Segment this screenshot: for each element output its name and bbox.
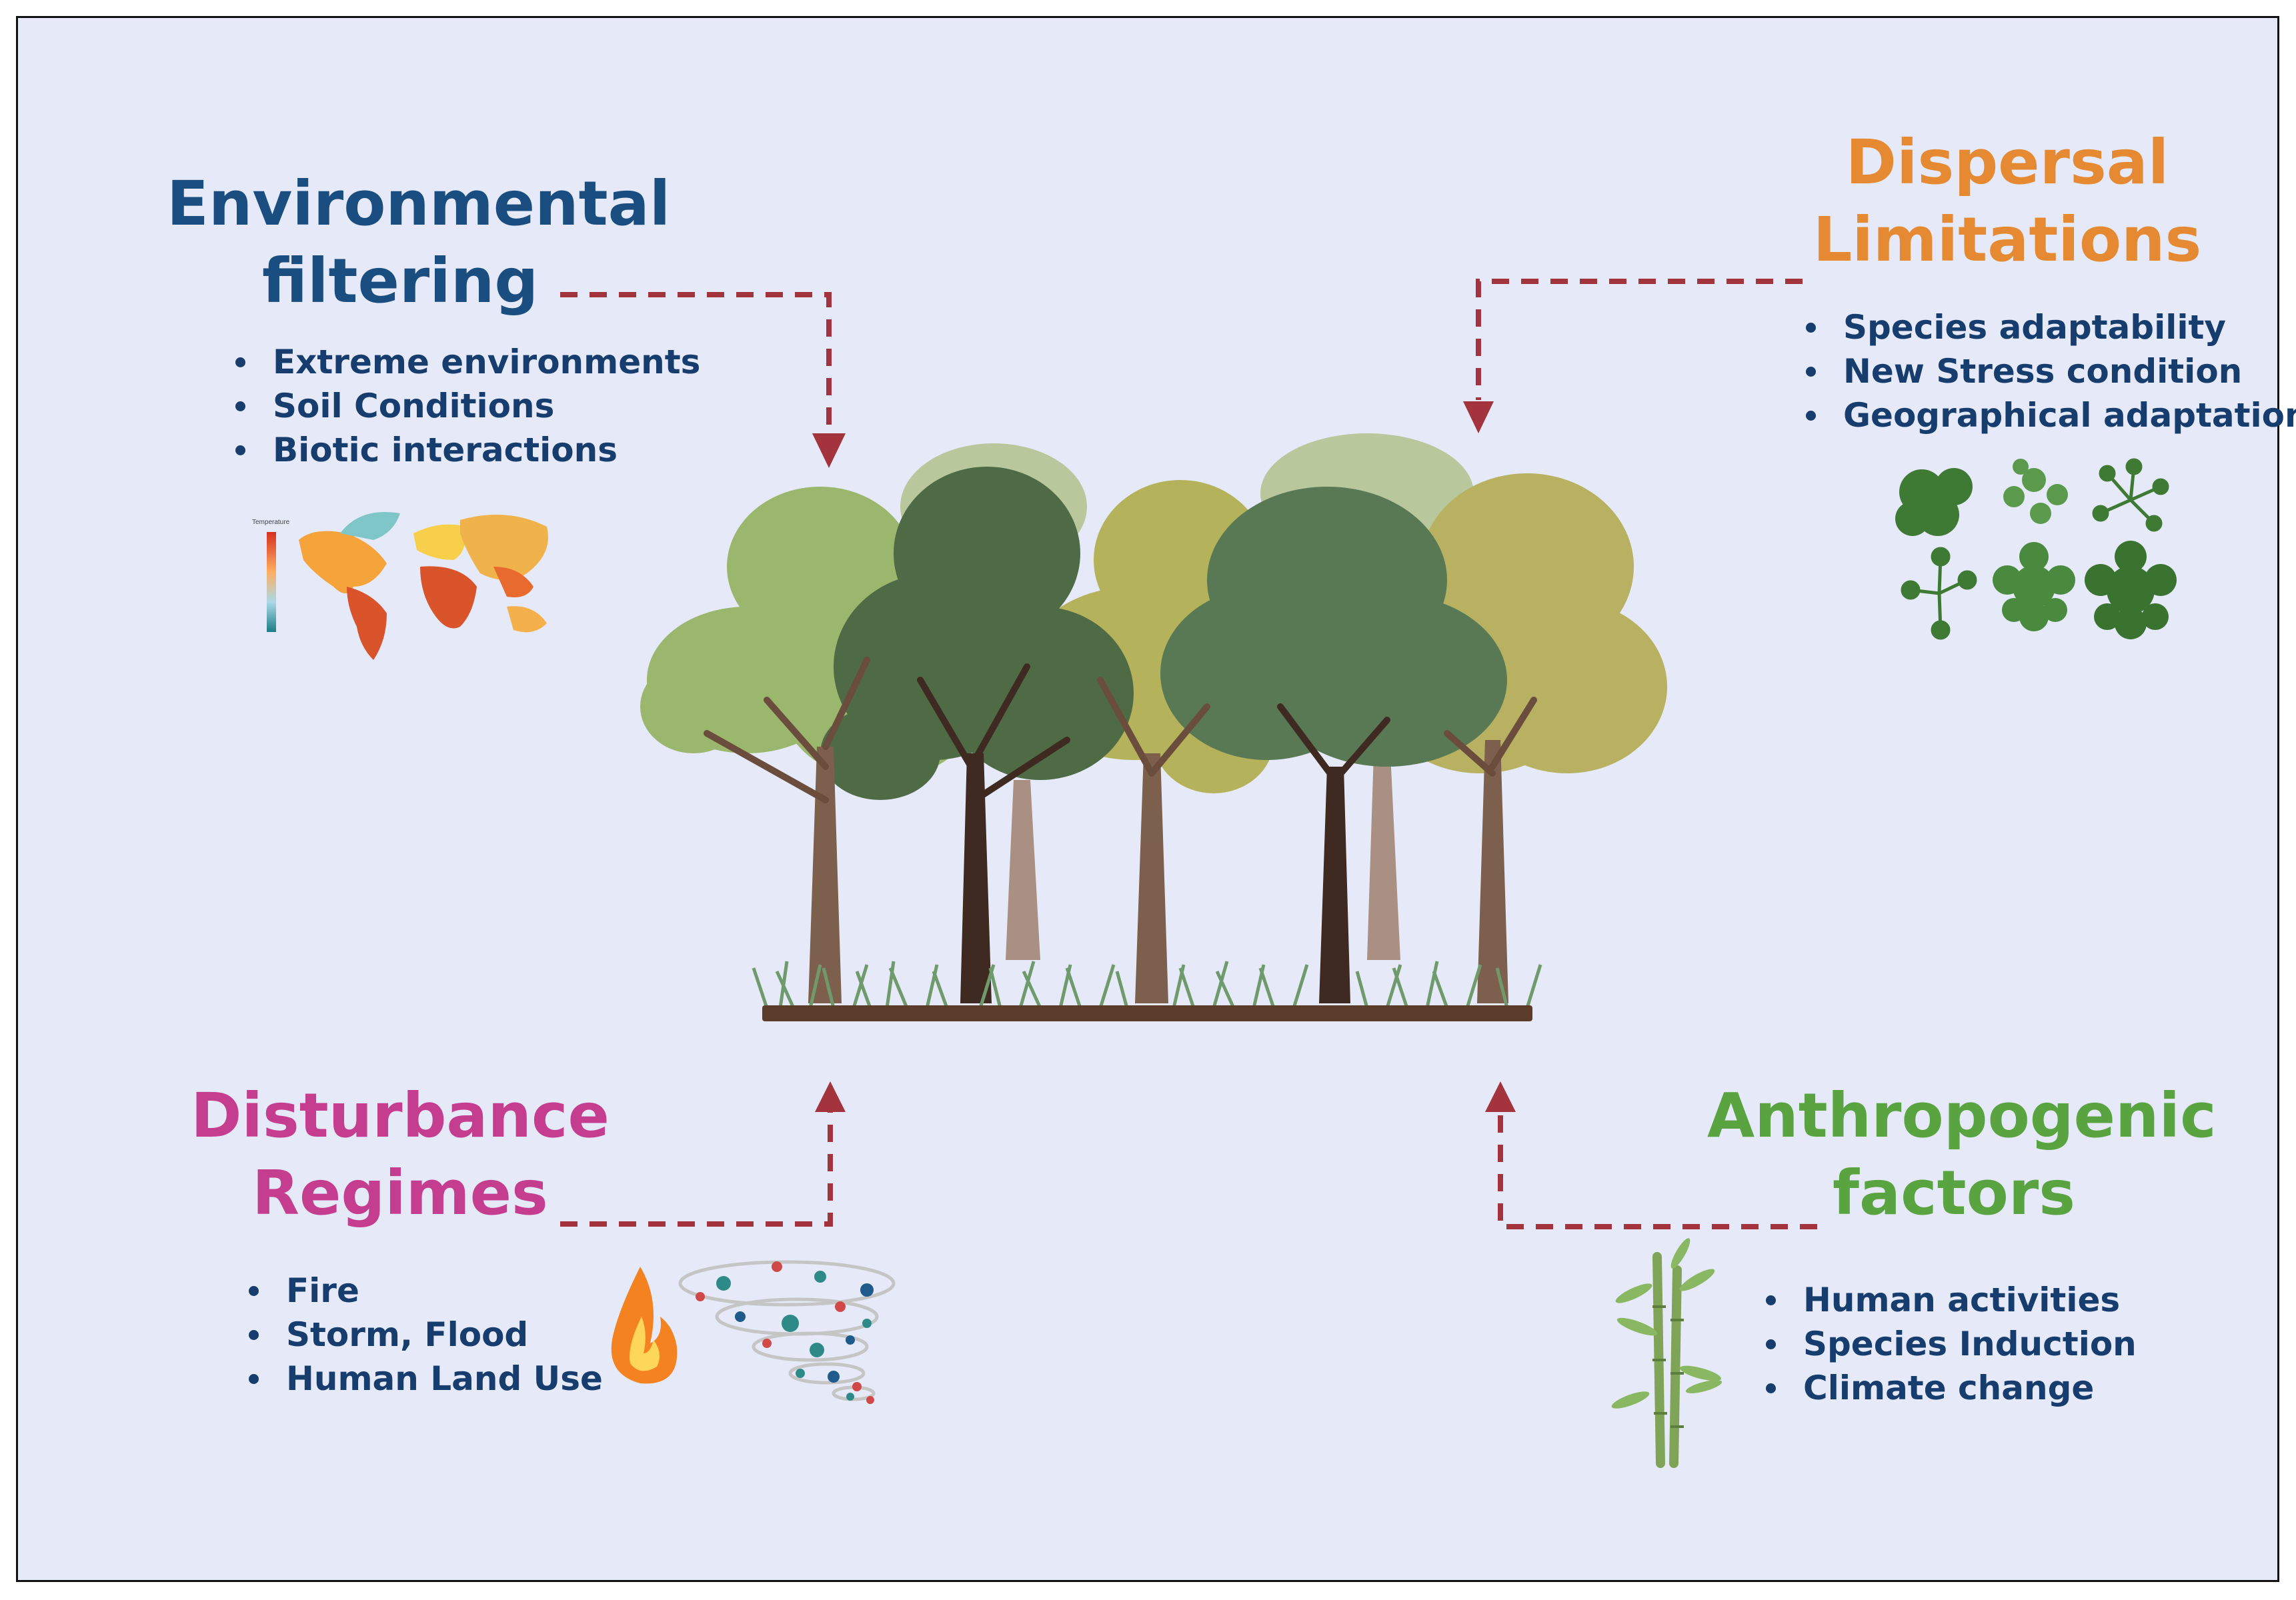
title-line: Limitations xyxy=(1813,204,2202,275)
title-line: factors xyxy=(1833,1157,2075,1229)
arrowhead-anthropogenic xyxy=(1485,1081,1516,1112)
list-item: Geographical adaptation xyxy=(1801,393,2296,437)
arrowhead-disturbance xyxy=(815,1081,846,1112)
dispersal-factors-list: Species adaptability New Stress conditio… xyxy=(1801,305,2296,437)
title-line: Regimes xyxy=(252,1157,548,1229)
dispersal-limitations-title: Dispersal Limitations xyxy=(1774,124,2241,279)
list-item: Climate change xyxy=(1761,1366,2137,1410)
list-item: Species Induction xyxy=(1761,1322,2137,1366)
environmental-factors-list: Extreme environments Soil Conditions Bio… xyxy=(230,340,700,472)
arrow-anthropogenic xyxy=(1498,1112,1817,1229)
list-item: New Stress condition xyxy=(1801,349,2296,393)
title-line: Dispersal xyxy=(1845,127,2169,198)
list-item: Storm, Flood xyxy=(243,1313,603,1357)
environmental-filtering-title: Environmental filtering xyxy=(167,165,671,320)
list-item: Fire xyxy=(243,1269,603,1313)
disturbance-factors-list: Fire Storm, Flood Human Land Use xyxy=(243,1269,603,1401)
anthropogenic-factors-title: Anthropogenic factors xyxy=(1707,1077,2217,1232)
anthropogenic-factors-list: Human activities Species Induction Clima… xyxy=(1761,1278,2137,1410)
title-line: filtering xyxy=(261,245,539,317)
title-line: Environmental xyxy=(167,168,671,239)
list-item: Human activities xyxy=(1761,1278,2137,1322)
arrow-dispersal xyxy=(1476,279,1803,400)
fire-icon xyxy=(611,1267,678,1384)
tornado-icon xyxy=(678,1260,896,1401)
list-item: Soil Conditions xyxy=(230,384,700,428)
list-item: Human Land Use xyxy=(243,1357,603,1401)
title-line: Anthropogenic xyxy=(1707,1080,2217,1151)
arrow-environmental xyxy=(560,292,832,433)
list-item: Biotic interactions xyxy=(230,428,700,472)
map-legend-label: Temperature xyxy=(252,519,290,526)
arrowhead-dispersal xyxy=(1463,401,1494,433)
title-line: Disturbance xyxy=(191,1080,610,1151)
arrowhead-environmental xyxy=(812,433,846,468)
arrow-disturbance xyxy=(560,1112,833,1227)
list-item: Species adaptability xyxy=(1801,305,2296,349)
disturbance-regimes-title: Disturbance Regimes xyxy=(153,1077,647,1232)
list-item: Extreme environments xyxy=(230,340,700,384)
